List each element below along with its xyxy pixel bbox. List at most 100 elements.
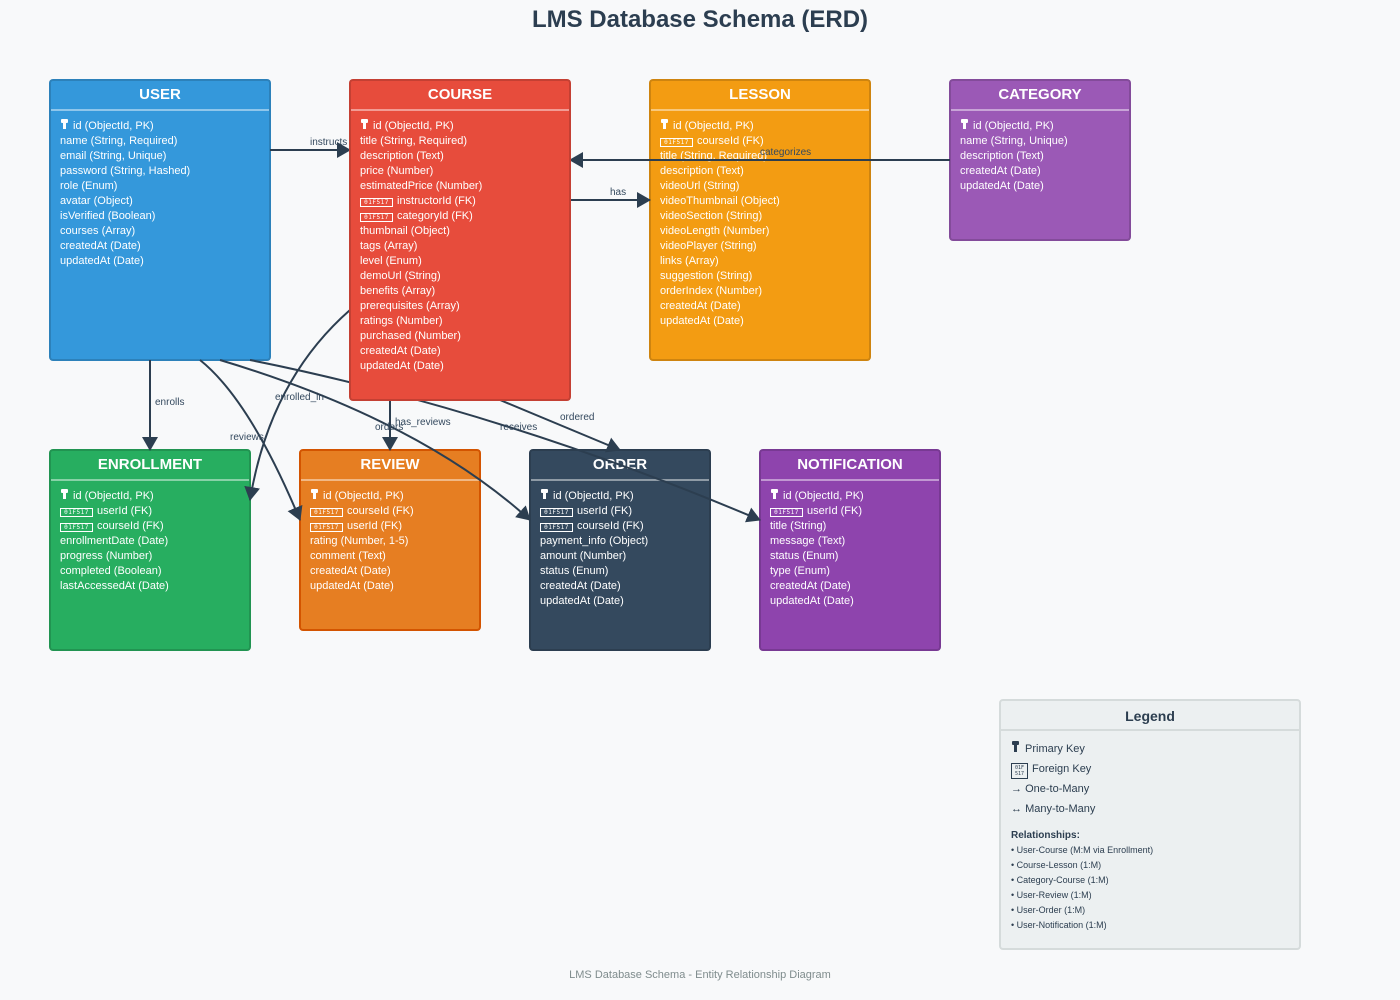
field-text: level (Enum) — [360, 255, 422, 267]
entity-field: comment (Text) — [310, 549, 479, 564]
relationship-label: has — [610, 187, 626, 198]
field-text: userId (FK) — [347, 520, 403, 532]
entity-field: createdAt (Date) — [60, 239, 269, 254]
legend-item-one-to-many: → One-to-Many — [1011, 779, 1299, 799]
field-text: videoThumbnail (Object) — [660, 195, 780, 207]
entity-field: links (Array) — [660, 254, 869, 269]
field-text: estimatedPrice (Number) — [360, 180, 483, 192]
entity-name: NOTIFICATION — [761, 451, 939, 481]
field-text: id (ObjectId, PK) — [73, 490, 154, 502]
field-text: id (ObjectId, PK) — [73, 120, 154, 132]
field-text: updatedAt (Date) — [60, 255, 144, 267]
entity-field: type (Enum) — [770, 564, 939, 579]
key-icon — [60, 489, 69, 500]
legend-relationship: • Category-Course (1:M) — [1011, 875, 1109, 885]
field-text: id (ObjectId, PK) — [973, 120, 1054, 132]
entity-field: progress (Number) — [60, 549, 249, 564]
entity-field: title (String, Required) — [660, 149, 869, 164]
entity-field: orderIndex (Number) — [660, 284, 869, 299]
field-text: ratings (Number) — [360, 315, 443, 327]
entity-field: id (ObjectId, PK) — [540, 489, 709, 504]
entity-field: createdAt (Date) — [360, 344, 569, 359]
entity-fields: id (ObjectId, PK) name (String, Unique) de… — [951, 111, 1129, 194]
field-text: videoPlayer (String) — [660, 240, 757, 252]
entity-field: description (Text) — [360, 149, 569, 164]
field-text: price (Number) — [360, 165, 434, 177]
entity-field: avatar (Object) — [60, 194, 269, 209]
entity-field: estimatedPrice (Number) — [360, 179, 569, 194]
link-icon: 01F517 — [310, 508, 343, 517]
field-text: updatedAt (Date) — [660, 315, 744, 327]
entity-field: level (Enum) — [360, 254, 569, 269]
key-icon — [1011, 741, 1020, 753]
entity-field: thumbnail (Object) — [360, 224, 569, 239]
field-text: enrollmentDate (Date) — [60, 535, 169, 547]
entity-field: email (String, Unique) — [60, 149, 269, 164]
field-text: videoSection (String) — [660, 210, 763, 222]
entity-field: createdAt (Date) — [960, 164, 1129, 179]
link-icon: 01F517 — [770, 508, 803, 517]
entity-field: id (ObjectId, PK) — [310, 489, 479, 504]
entity-field: createdAt (Date) — [770, 579, 939, 594]
entity-field: createdAt (Date) — [540, 579, 709, 594]
field-text: role (Enum) — [60, 180, 118, 192]
arrow-both-icon: ↔ — [1011, 803, 1022, 815]
relationship-label: enrolls — [155, 397, 184, 408]
relationship-label: instructs — [310, 137, 347, 148]
key-icon — [660, 119, 669, 130]
field-text: updatedAt (Date) — [770, 595, 854, 607]
entity-field: videoSection (String) — [660, 209, 869, 224]
entity-field: id (ObjectId, PK) — [660, 119, 869, 134]
legend-label: Many-to-Many — [1025, 803, 1096, 815]
legend-item-primary-key: Primary Key — [1011, 739, 1299, 759]
field-text: videoUrl (String) — [660, 180, 740, 192]
entity-field: createdAt (Date) — [660, 299, 869, 314]
entity-field: id (ObjectId, PK) — [960, 119, 1129, 134]
field-text: email (String, Unique) — [60, 150, 167, 162]
legend-relationship: • User-Order (1:M) — [1011, 905, 1086, 915]
field-text: updatedAt (Date) — [310, 580, 394, 592]
field-text: isVerified (Boolean) — [60, 210, 156, 222]
entity-field: ratings (Number) — [360, 314, 569, 329]
field-text: progress (Number) — [60, 550, 153, 562]
link-icon: 01F517 — [60, 523, 93, 532]
relationship-label: receives — [500, 422, 537, 433]
field-text: benefits (Array) — [360, 285, 436, 297]
diagram-title: LMS Database Schema (ERD) — [531, 6, 869, 33]
field-text: name (String, Unique) — [960, 135, 1068, 147]
field-text: amount (Number) — [540, 550, 627, 562]
field-text: createdAt (Date) — [360, 345, 441, 357]
field-text: userId (FK) — [97, 505, 153, 517]
relationship-label: enrolled_in — [275, 392, 324, 403]
field-text: suggestion (String) — [660, 270, 753, 282]
arrow-right-icon: → — [1011, 783, 1022, 795]
legend-relationships-title: Relationships: — [1011, 830, 1080, 841]
field-text: type (Enum) — [770, 565, 830, 577]
entity-field: id (ObjectId, PK) — [60, 489, 249, 504]
link-icon: 01F517 — [540, 508, 573, 517]
entity-field: tags (Array) — [360, 239, 569, 254]
field-text: rating (Number, 1-5) — [310, 535, 409, 547]
field-text: thumbnail (Object) — [360, 225, 450, 237]
key-icon — [310, 489, 319, 500]
entity-name: COURSE — [351, 81, 569, 111]
key-icon — [540, 489, 549, 500]
field-text: title (String, Required) — [360, 135, 467, 147]
entity-field: description (Text) — [960, 149, 1129, 164]
entity-field: status (Enum) — [770, 549, 939, 564]
